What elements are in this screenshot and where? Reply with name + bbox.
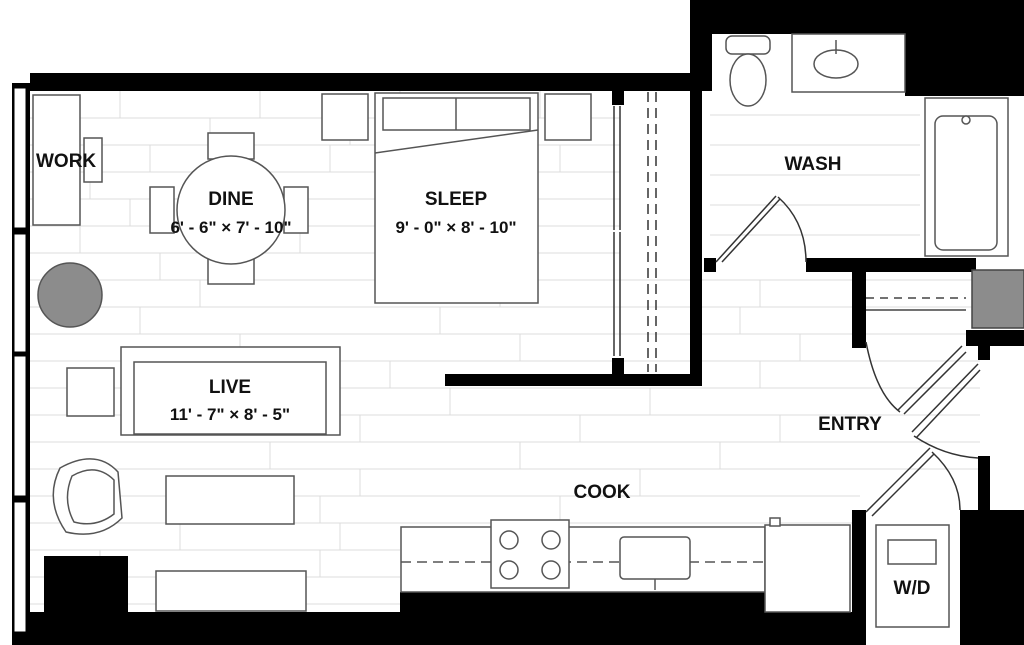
walls: [12, 0, 1024, 645]
closet: [613, 92, 657, 372]
kitchen-counter: [400, 517, 851, 613]
left-window: [13, 87, 27, 633]
sleep-dimensions: 9' - 0" × 8' - 10": [395, 218, 516, 237]
wd-label: W/D: [894, 578, 931, 599]
washer-dryer: [875, 524, 950, 628]
rug: [37, 262, 103, 328]
cook-label: COOK: [574, 482, 631, 503]
dine-label: DINE: [208, 189, 253, 210]
entry-doors: [865, 341, 981, 517]
sleep-label: SLEEP: [425, 189, 488, 210]
entry-closet: [866, 269, 1024, 329]
dining-table: [149, 132, 309, 285]
dine-dimensions: 6' - 6" × 7' - 10": [170, 218, 291, 237]
bath-door: [715, 195, 807, 263]
wash-label: WASH: [785, 154, 842, 175]
live-dimensions: 11' - 7" × 8' - 5": [170, 405, 290, 424]
living-furniture: [52, 346, 341, 612]
bed: [321, 92, 592, 304]
live-label: LIVE: [209, 377, 251, 398]
desk: [32, 94, 103, 226]
entry-label: ENTRY: [818, 414, 882, 435]
bathroom-fixtures: [725, 33, 1009, 257]
work-label: WORK: [36, 151, 96, 172]
